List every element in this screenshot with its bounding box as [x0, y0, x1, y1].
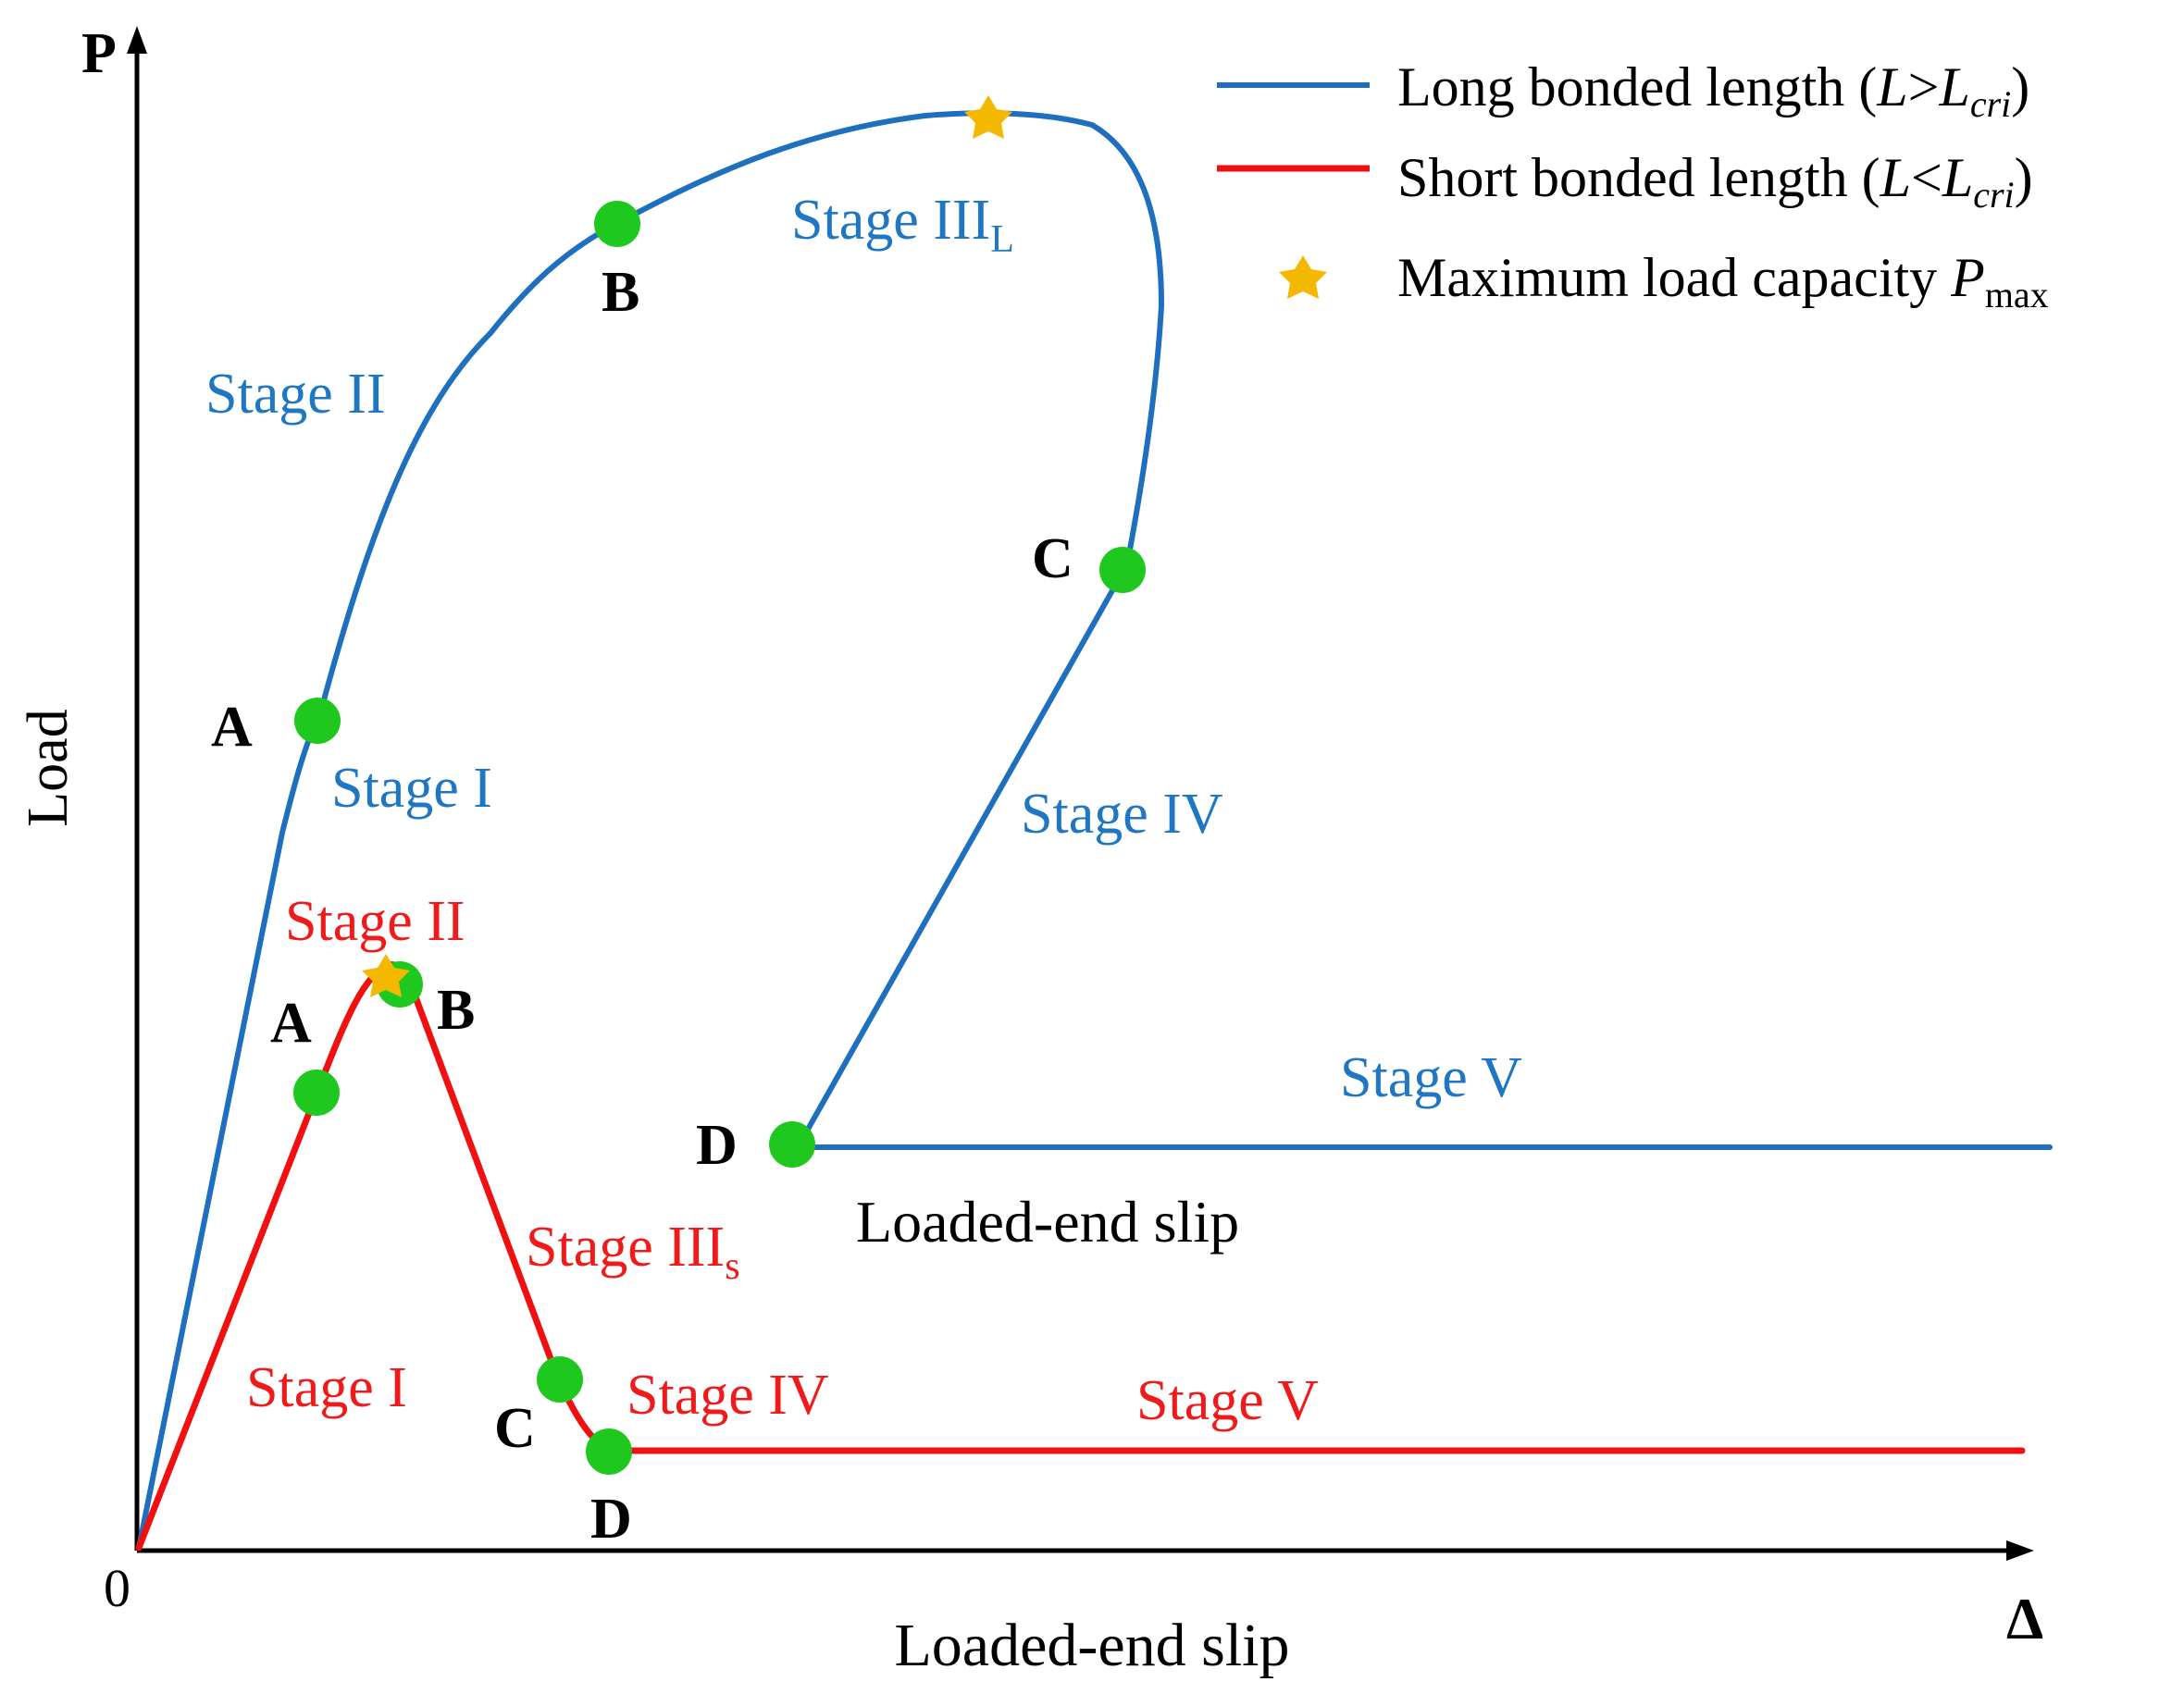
y-axis-symbol: P — [81, 22, 117, 85]
long-curve — [136, 110, 2053, 1551]
short-stage-iii-label: Stage IIIs — [526, 1216, 740, 1288]
long-stage-iii-subscript: L — [990, 218, 1014, 261]
legend-star-icon — [1279, 255, 1327, 299]
long-stage-iv-label: Stage IV — [1021, 783, 1223, 846]
long-point-b-label: B — [602, 261, 639, 324]
y-axis-label: Load — [17, 709, 80, 826]
x-axis-label: Loaded-end slip — [894, 1612, 1289, 1679]
x-axis-arrowhead — [2006, 1540, 2034, 1561]
short-stage-i-label: Stage I — [246, 1356, 407, 1419]
legend: Long bonded length (L>Lcri) Short bonded… — [1217, 56, 2049, 315]
short-point-d-label: D — [590, 1488, 632, 1551]
legend-max-label: Maximum load capacity Pmax — [1397, 247, 2049, 315]
short-point-b-label: B — [437, 979, 475, 1042]
short-stage-iv-label: Stage IV — [627, 1364, 829, 1427]
short-stage-v-label: Stage V — [1136, 1369, 1319, 1432]
short-point-a — [293, 1070, 340, 1116]
long-point-c-label: C — [1032, 527, 1073, 590]
long-stage-i-label: Stage I — [331, 757, 492, 820]
long-max-star — [964, 95, 1012, 139]
short-point-c-label: C — [494, 1397, 536, 1460]
long-stage-iii-label: Stage IIIL — [791, 189, 1014, 261]
long-stage-ii-label: Stage II — [205, 363, 386, 426]
long-point-d — [769, 1121, 815, 1168]
y-axis-arrowhead — [127, 26, 147, 54]
long-annotation-label: Loaded-end slip — [856, 1189, 1239, 1255]
long-point-b — [594, 201, 640, 247]
short-stage-iii-subscript: s — [725, 1245, 739, 1288]
long-point-d-label: D — [696, 1114, 738, 1177]
x-axis-symbol: Δ — [2006, 1586, 2043, 1651]
long-point-a-label: A — [211, 696, 253, 759]
origin-label: 0 — [104, 1558, 130, 1618]
short-point-d — [586, 1428, 632, 1475]
legend-long-label: Long bonded length (L>Lcri) — [1397, 56, 2029, 125]
short-max-star — [362, 954, 410, 997]
long-point-a — [294, 698, 341, 744]
short-point-c — [537, 1356, 583, 1403]
short-stage-ii-label: Stage II — [285, 890, 465, 953]
short-curve — [135, 961, 2026, 1552]
long-stage-v-label: Stage V — [1340, 1046, 1522, 1109]
long-point-c — [1099, 547, 1146, 593]
short-point-a-label: A — [270, 992, 312, 1055]
legend-short-label: Short bonded length (L<Lcri) — [1397, 147, 2033, 216]
